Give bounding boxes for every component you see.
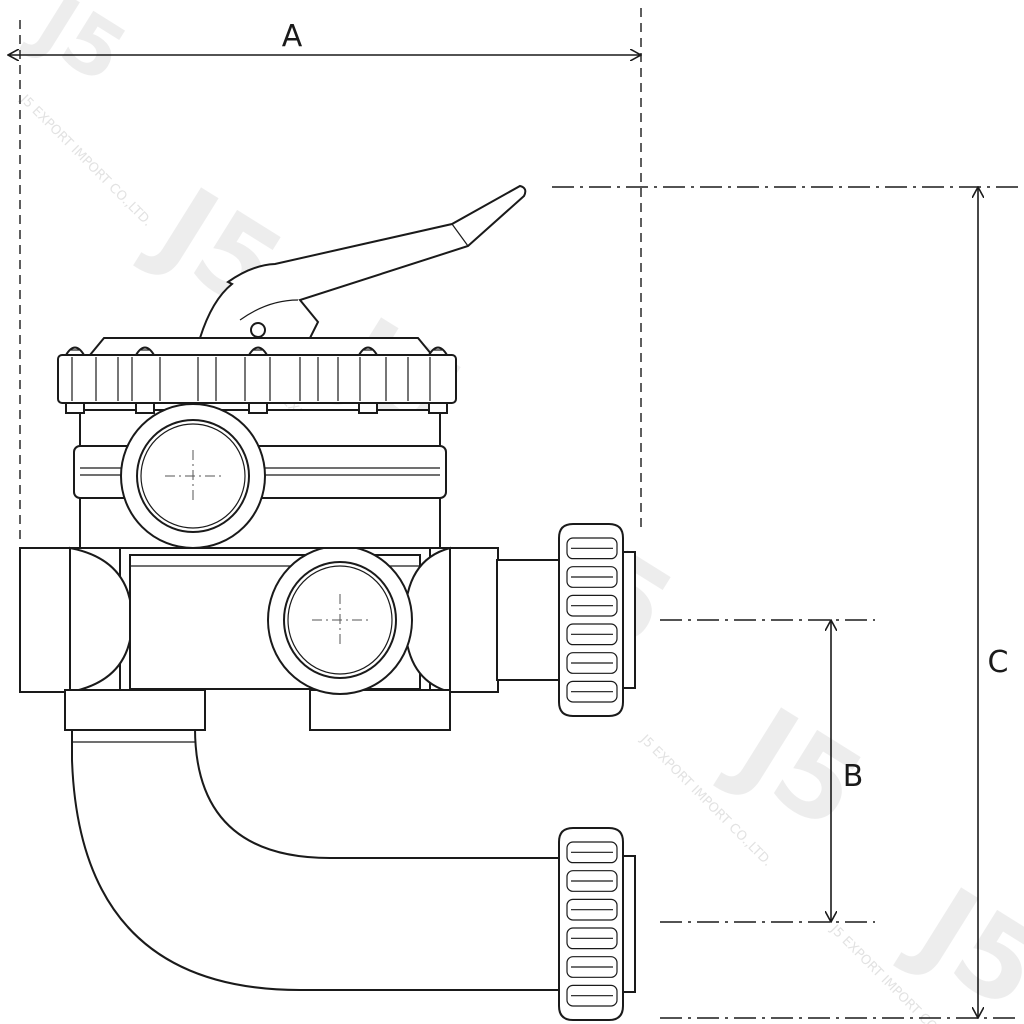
dimension-b-label: B — [843, 759, 864, 794]
dimension-b: B — [660, 620, 875, 922]
dimension-a-label: A — [282, 19, 303, 54]
watermark-company: J5 EXPORT IMPORT CO.,LTD. — [16, 92, 154, 230]
bolt-head — [427, 346, 449, 356]
bolt-head — [247, 346, 269, 356]
dimension-a: A — [8, 8, 641, 540]
front-port-lower — [267, 545, 413, 695]
valve-cover-flange — [57, 337, 457, 414]
handle-pivot — [250, 322, 266, 338]
multiport-handle[interactable] — [198, 184, 527, 339]
watermark-logo: J5 — [16, 0, 142, 101]
front-port-upper — [120, 403, 266, 549]
bolt-nut — [65, 402, 85, 414]
elbow-pipe — [71, 727, 569, 991]
bolt-head — [357, 346, 379, 356]
union-nut-upper — [558, 523, 636, 717]
dimension-c: C — [552, 187, 1020, 1018]
bolt-nut — [135, 402, 155, 414]
bolt-head — [64, 346, 86, 356]
union-nut-lower — [558, 827, 636, 1021]
dimension-c-label: C — [988, 645, 1009, 680]
bolt-nut — [428, 402, 448, 414]
bolt-nut — [248, 402, 268, 414]
bolt-nut — [358, 402, 378, 414]
bolt-head — [134, 346, 156, 356]
